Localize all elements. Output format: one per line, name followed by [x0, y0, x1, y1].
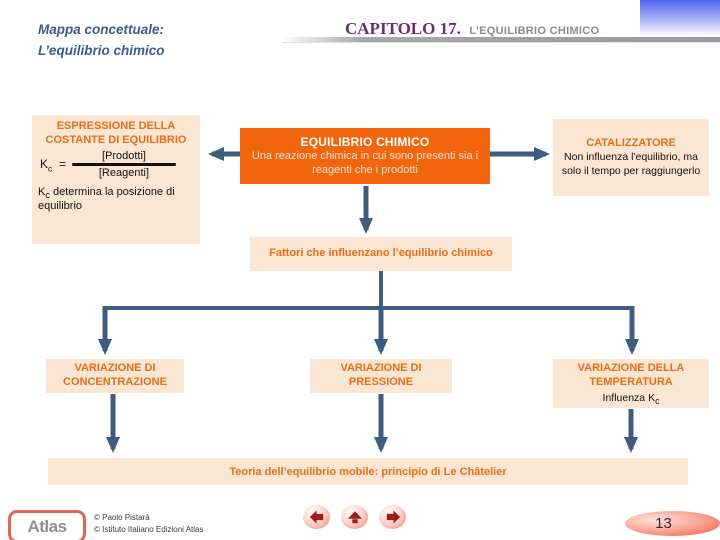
page-title-line1: Mappa concettuale: [38, 22, 165, 37]
header-divider [282, 37, 720, 42]
theory-bar-label: Teoria dell’equilibrio mobile: principio… [229, 465, 507, 478]
atlas-logo: Atlas [8, 510, 86, 540]
nav-home-button[interactable] [341, 505, 368, 529]
chapter-heading: CAPITOLO 17. L’EQUILIBRIO CHIMICO [345, 19, 599, 39]
nav-back-button[interactable] [303, 505, 330, 529]
home-icon [347, 511, 362, 524]
catalizzatore-box-title: CATALIZZATORE [586, 137, 676, 150]
corner-decoration [640, 0, 720, 36]
variazione-temperatura-note: Influenza Kc [602, 391, 660, 406]
variazione-temperatura-box: VARIAZIONE DELLA TEMPERATURA Influenza K… [553, 359, 709, 408]
copyright-line1: © Paolo Pistarà [94, 513, 150, 522]
fraction-denominator: [Reagenti] [98, 166, 150, 179]
fraction-bar [71, 162, 176, 166]
equilibrio-box-title: EQUILIBRIO CHIMICO [300, 135, 430, 150]
fattori-box: Fattori che influenzano l’equilibrio chi… [250, 237, 512, 271]
variazione-pressione-box: VARIAZIONE DI PRESSIONE [310, 359, 452, 393]
copyright-line2: © Istituto Italiano Edizioni Atlas [94, 525, 204, 535]
variazione-concentrazione-box: VARIAZIONE DI CONCENTRAZIONE [46, 359, 184, 393]
fraction-numerator: [Prodotti] [101, 149, 146, 162]
catalizzatore-box: CATALIZZATORE Non influenza l'equilibrio… [553, 119, 709, 196]
chapter-number: CAPITOLO 17. [345, 19, 461, 38]
arrow-left-icon [309, 510, 323, 524]
variazione-pressione-title: VARIAZIONE DI PRESSIONE [340, 362, 422, 388]
catalizzatore-box-body: Non influenza l'equilibrio, ma solo il t… [561, 151, 701, 177]
kc-formula: Kc = [Prodotti] [Reagenti] [40, 150, 194, 179]
copyright-text: © Paolo Pistarà © Istituto Italiano Ediz… [94, 512, 204, 537]
page-number-badge[interactable]: 13 [625, 511, 720, 536]
kc-symbol: Kc = [40, 157, 66, 174]
equilibrio-box-body: Una reazione chimica in cui sono present… [251, 150, 479, 176]
theory-bar: Teoria dell’equilibrio mobile: principio… [48, 458, 688, 485]
page-title-line2: L’equilibrio chimico [38, 42, 165, 58]
arrow-right-icon [386, 510, 400, 524]
atlas-logo-text: Atlas [27, 516, 67, 536]
variazione-temperatura-title: VARIAZIONE DELLA TEMPERATURA [577, 362, 685, 388]
kc-expression-box: ESPRESSIONE DELLA COSTANTE DI EQUILIBRIO… [32, 115, 200, 244]
nav-forward-button[interactable] [379, 505, 406, 529]
equilibrio-chimico-box: EQUILIBRIO CHIMICO Una reazione chimica … [240, 128, 490, 184]
variazione-concentrazione-title: VARIAZIONE DI CONCENTRAZIONE [63, 362, 167, 388]
page-number: 13 [655, 515, 672, 532]
kc-box-title: ESPRESSIONE DELLA COSTANTE DI EQUILIBRIO [45, 120, 187, 146]
page-title: Mappa concettuale: L’equilibrio chimico [38, 20, 165, 62]
kc-note: Kc determina la posizione di equilibrio [38, 185, 175, 212]
fattori-box-label: Fattori che influenzano l’equilibrio chi… [269, 247, 493, 260]
kc-fraction: [Prodotti] [Reagenti] [71, 149, 176, 179]
chapter-topic: L’EQUILIBRIO CHIMICO [469, 25, 600, 37]
